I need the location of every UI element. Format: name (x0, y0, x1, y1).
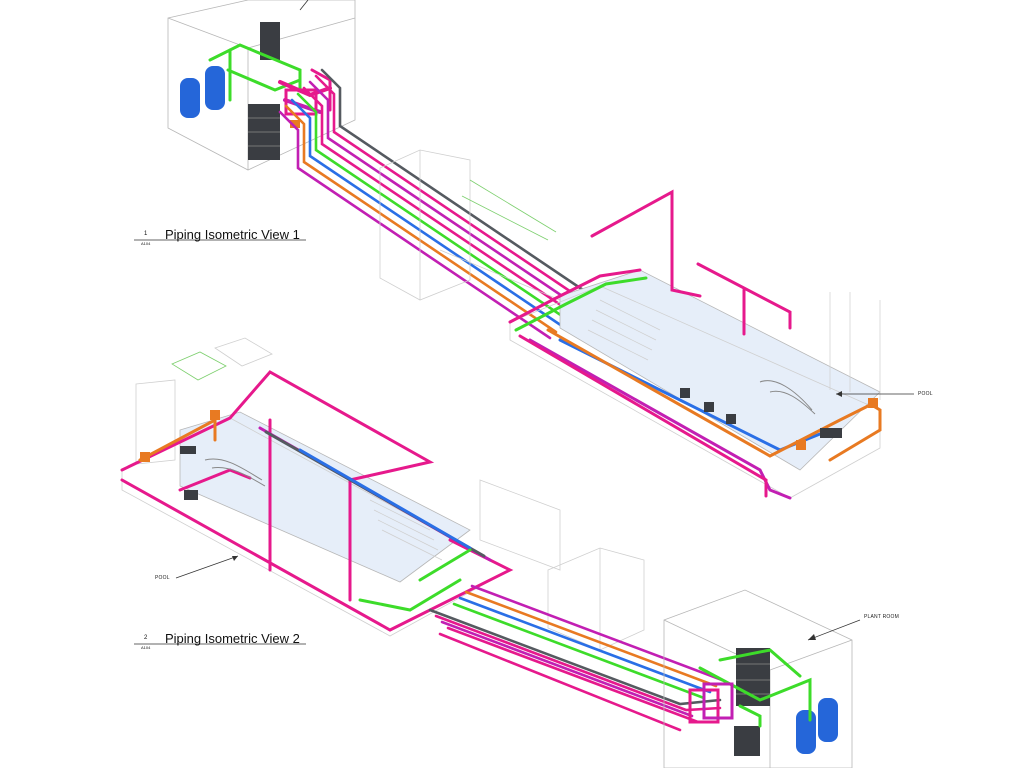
plant-room-1-local-pipes (208, 43, 332, 128)
pool-1-pipes (508, 189, 882, 500)
view-1-group (134, 0, 914, 500)
view-2-number: 2 (144, 635, 148, 641)
plant-room-1-equipment (180, 22, 280, 160)
pool-1-callout: POOL (918, 391, 933, 397)
control-panel-2 (734, 726, 760, 756)
pool-2-water (179, 411, 471, 583)
tank-icon (796, 698, 838, 754)
control-panel-1 (260, 22, 280, 60)
tank-icon (180, 66, 225, 118)
ground-level-outline-2 (135, 337, 645, 651)
view-1-number: 1 (144, 231, 148, 237)
pool-2-callout-leader (175, 555, 239, 579)
view-1-sheet: A104 (141, 241, 151, 246)
pool-2-equipment (140, 410, 266, 500)
view-2-title: Piping Isometric View 2 (165, 631, 300, 646)
pool-2-pipes (120, 370, 514, 632)
pool-2 (120, 370, 514, 637)
plant-room-callout: PLANT ROOM (864, 614, 899, 620)
pool-2-callout: POOL (155, 575, 170, 581)
pool-1-equipment (680, 380, 878, 450)
pool-1-water (559, 269, 881, 471)
pipe-run-1 (278, 68, 594, 340)
view-2-group (120, 337, 861, 768)
plant-room-2-equipment (688, 648, 838, 756)
view-2-sheet: A104 (141, 645, 151, 650)
pool-1 (508, 189, 914, 500)
plant-room-callout-leader (807, 619, 861, 641)
view-1-title: Piping Isometric View 1 (165, 227, 300, 242)
pipe-run-2 (428, 584, 724, 732)
